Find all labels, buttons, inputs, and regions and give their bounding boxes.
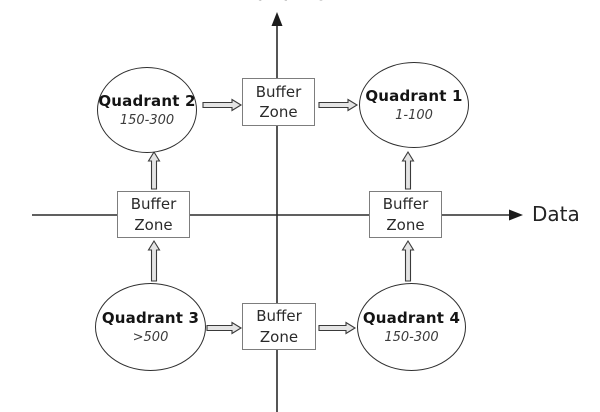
buffer-zone-label: Buffer Zone [130, 195, 177, 234]
arrow-q3-to-bottom-buffer [206, 321, 243, 335]
horizontal-axis-arrowhead-icon [509, 209, 523, 221]
arrow-bottom-buffer-to-q4 [318, 321, 357, 335]
arrow-q4-to-right-buffer [401, 239, 415, 282]
horizontal-axis-label: Data [532, 202, 580, 226]
quadrant-3-range: >500 [132, 330, 169, 346]
quadrant-3-ellipse: Quadrant 3 >500 [95, 283, 206, 371]
buffer-zone-label: Buffer Zone [382, 195, 429, 234]
buffer-zone-box-bottom: Buffer Zone [242, 303, 316, 350]
quadrant-1-range: 1-100 [395, 108, 433, 124]
buffer-zone-label: Buffer Zone [255, 82, 302, 121]
buffer-zone-box-right: Buffer Zone [369, 191, 442, 238]
quadrant-1-ellipse: Quadrant 1 1-100 [359, 62, 469, 148]
buffer-zone-box-left: Buffer Zone [117, 191, 190, 238]
quadrant-2-title: Quadrant 2 [98, 91, 196, 110]
quadrant-4-title: Quadrant 4 [362, 308, 461, 327]
arrow-top-buffer-to-q1 [318, 98, 359, 112]
vertical-axis-arrowhead-icon [271, 12, 283, 26]
quadrant-4-range: 150-300 [384, 330, 439, 346]
quadrant-1-title: Quadrant 1 [365, 86, 463, 105]
arrow-q3-to-left-buffer [147, 239, 161, 282]
quadrant-4-ellipse: Quadrant 4 150-300 [357, 283, 466, 371]
quadrant-2-ellipse: Quadrant 2 150-300 [97, 67, 197, 153]
vertical-axis-label: Narrative [236, 0, 332, 5]
quadrant-2-range: 150-300 [119, 113, 175, 129]
arrow-left-buffer-to-q2 [147, 150, 161, 190]
arrow-q2-to-top-buffer [202, 98, 243, 112]
buffer-zone-box-top: Buffer Zone [242, 78, 315, 126]
quadrant-3-title: Quadrant 3 [101, 308, 200, 327]
buffer-zone-label: Buffer Zone [256, 307, 302, 346]
arrow-right-buffer-to-q1 [401, 150, 415, 190]
